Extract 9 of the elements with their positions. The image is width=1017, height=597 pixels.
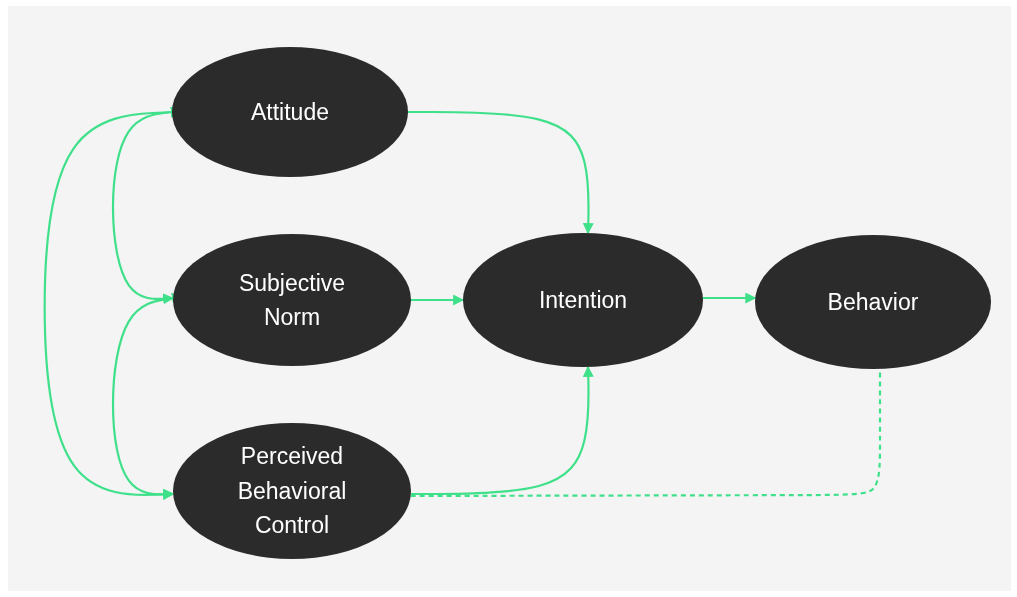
node-label: Intention	[538, 285, 628, 315]
arrow	[408, 110, 594, 235]
node-label: Perceived Behavioral Control	[236, 442, 348, 541]
arrow	[702, 292, 757, 304]
node-label: Attitude	[251, 97, 329, 127]
node-label: Behavior	[827, 287, 919, 317]
node-label: Subjective Norm	[237, 268, 347, 332]
arrow	[411, 294, 465, 306]
arrow	[410, 365, 594, 496]
